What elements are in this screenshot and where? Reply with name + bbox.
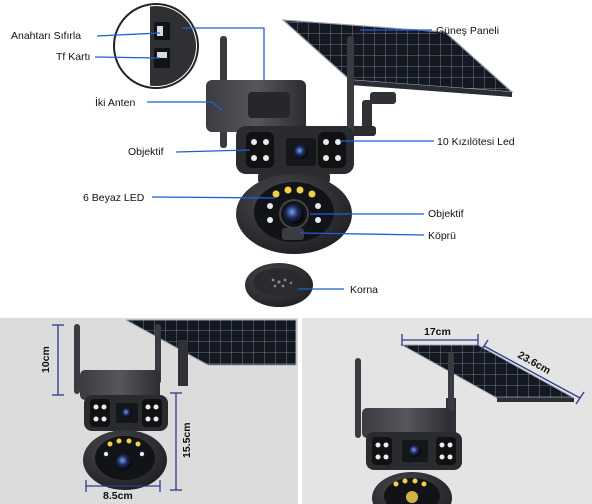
leader-lines [94,27,434,290]
label-dual-antenna: İki Anten [95,96,135,109]
dim-height-top: 10cm [40,346,52,373]
dim-height-total: 15.5cm [181,422,193,458]
lens-icon [294,145,308,159]
zoom-callout [113,3,199,89]
dim-width: 8.5cm [103,490,133,502]
dimension-panel-front: 10cm 15.5cm 8.5cm [0,318,298,504]
dual-lens-bar [236,126,354,174]
top-section: Anahtarı Sıfırla Tf Kartı İki Anten Obje… [11,3,515,307]
label-lens-left: Objektif [128,146,164,158]
antenna-right-icon [347,36,354,136]
solar-panel [281,19,514,136]
ptz-dome [236,172,352,254]
dim-panel-width: 17cm [424,326,451,338]
dimension-panel-solar: 17cm 23.6cm [302,318,592,504]
panel-divider [298,318,302,504]
label-bridge: Köprü [428,230,456,242]
label-reset-switch: Anahtarı Sıfırla [11,30,81,42]
label-ir-led: 10 Kızılötesi Led [437,136,515,148]
label-white-led: 6 Beyaz LED [83,192,145,204]
label-lens-right: Objektif [428,208,464,220]
speaker-icon [245,263,313,307]
label-solar-panel: Güneş Paneli [436,25,499,37]
label-tf-card: Tf Kartı [56,51,90,63]
label-speaker: Korna [350,284,378,296]
